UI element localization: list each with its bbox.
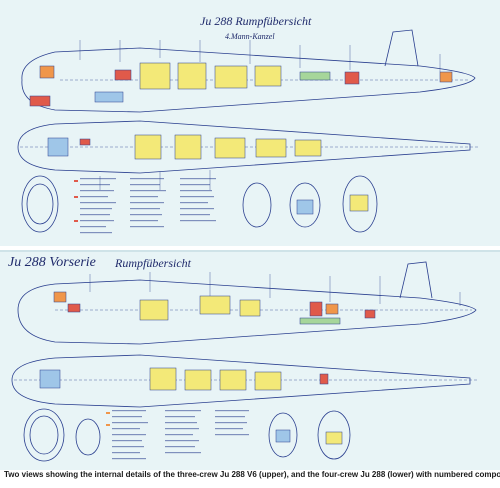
cross-section-2 [75,418,101,456]
red-component [29,95,51,107]
top-view-outline [11,354,471,408]
orange-component [53,291,67,303]
green-component [299,71,331,81]
yellow-component [139,299,169,321]
blue-component [39,369,61,389]
cross-section-1 [21,175,59,233]
side-view-outline [17,279,477,345]
tail-fin [384,29,419,67]
tail-fin [399,261,433,299]
cross-section-4 [317,410,351,460]
orange-component [39,65,55,79]
cross-section-3 [268,412,298,458]
cross-section-1 [23,408,65,462]
upper-diagram-subtitle: 4.Mann-Kanzel [225,32,275,41]
lower-diagram-title: Ju 288 Vorserie [8,255,96,270]
cross-section-2 [242,182,272,228]
cross-section-3 [289,182,321,228]
cross-section-4 [342,175,378,233]
lower-fuselage-drawing [11,261,478,462]
upper-diagram-sheet: Ju 288 Rumpfübersicht 4.Mann-Kanzel [0,0,500,246]
green-component [299,317,341,325]
upper-diagram-title: Ju 288 Rumpfübersicht [200,14,312,28]
yellow-component [139,62,171,90]
lower-diagram-subtitle: Rumpfübersicht [115,256,191,270]
red-component [67,303,81,313]
blue-component [94,91,124,103]
side-view-outline [21,47,476,113]
figure-caption: Two views showing the internal details o… [4,470,500,479]
upper-fuselage-drawing [17,29,478,234]
lower-diagram-sheet: Ju 288 Vorserie Rumpfübersicht [0,250,500,470]
